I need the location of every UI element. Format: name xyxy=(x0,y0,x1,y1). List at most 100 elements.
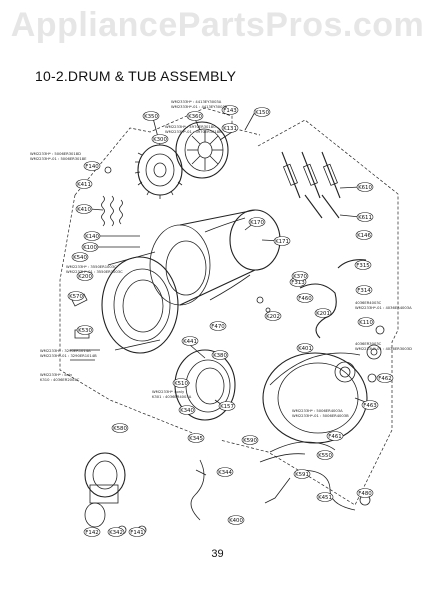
part-tag-k350: K350 xyxy=(142,111,160,121)
part-tag-k201: K201 xyxy=(314,308,332,318)
note-left-top-2: WM2233H*-01 : 5006ER3018E xyxy=(30,157,87,161)
part-tag-f140: F140 xyxy=(83,161,101,171)
part-tag-group: K360K150K131K350K300F140F143K610K611K410… xyxy=(67,105,394,537)
svg-text:F470: F470 xyxy=(211,324,225,330)
front-tub xyxy=(101,251,179,354)
svg-text:F460: F460 xyxy=(298,296,312,302)
note-left-gasket-1: WM2233H* : only xyxy=(40,373,73,377)
svg-text:K157: K157 xyxy=(220,404,234,410)
note-shaft-1: WM2233H* : 4970ER3018C xyxy=(165,125,216,129)
svg-text:K400: K400 xyxy=(229,518,243,524)
section-title: 10-2.DRUM & TUB ASSEMBLY xyxy=(35,68,237,84)
svg-text:F480: F480 xyxy=(358,491,372,497)
part-tag-k370: K370 xyxy=(291,271,309,281)
note-right-a-2: WM2233H*-01 : 4036ER4003A xyxy=(355,306,412,310)
svg-text:F463: F463 xyxy=(363,403,376,409)
svg-text:K610: K610 xyxy=(358,185,372,191)
drum-pulley xyxy=(175,121,229,179)
svg-text:K411: K411 xyxy=(77,182,91,188)
part-tag-k510: K510 xyxy=(172,378,190,388)
part-tag-k380: K380 xyxy=(211,350,229,360)
part-tag-k580: K580 xyxy=(111,423,129,433)
site-watermark: AppliancePartsPros.com xyxy=(10,6,425,44)
svg-text:K360: K360 xyxy=(188,114,202,120)
part-tag-k441: K441 xyxy=(181,336,199,346)
svg-text:F314: F314 xyxy=(357,288,371,294)
note-right-a-1: 4036ER4003C xyxy=(355,301,382,305)
reference-notes: WM2333H* : 4413EY3003A WM2333H*-01 : 441… xyxy=(30,100,412,418)
svg-text:K510: K510 xyxy=(174,381,188,387)
note-left-cab-1: WM2233H* : 3290ER1014A xyxy=(40,349,91,353)
svg-text:F140: F140 xyxy=(85,164,99,170)
motor-stator xyxy=(134,144,183,199)
svg-text:K451: K451 xyxy=(318,495,332,501)
note-left-gasket-2: K310 : 4036ER2004C xyxy=(40,378,80,382)
svg-text:K146: K146 xyxy=(357,233,371,239)
svg-text:K170: K170 xyxy=(250,220,264,226)
part-tag-k530: K530 xyxy=(76,325,94,335)
svg-text:F315: F315 xyxy=(356,263,369,269)
svg-text:K591: K591 xyxy=(295,472,309,478)
note-right-b-1: 4036ER3003C xyxy=(355,342,382,346)
assembly-outline-upper xyxy=(74,107,261,196)
svg-text:K550: K550 xyxy=(318,453,332,459)
note-left-top-1: WM2233H* : 5006ER3018D xyxy=(30,152,81,156)
svg-text:K590: K590 xyxy=(243,438,257,444)
part-tag-k360: K360 xyxy=(186,111,204,121)
part-tag-k131: K131 xyxy=(221,123,239,133)
part-tag-k150: K150 xyxy=(253,107,271,117)
svg-text:K350: K350 xyxy=(144,114,158,120)
inlet-hoses xyxy=(264,469,371,511)
part-tag-k410: K410 xyxy=(75,204,93,214)
svg-text:F313: F313 xyxy=(291,280,304,286)
part-tag-k400: K400 xyxy=(227,515,245,525)
part-tag-f141: F141 xyxy=(128,527,146,537)
svg-text:K344: K344 xyxy=(218,470,232,476)
part-tag-k100: K100 xyxy=(81,242,99,252)
svg-text:K202: K202 xyxy=(266,314,280,320)
part-tag-f480: F480 xyxy=(356,488,374,498)
note-top-right-2: WM2333H*-01 : 4413EY3003B xyxy=(171,105,228,109)
svg-text:K140: K140 xyxy=(85,234,99,240)
part-tag-f143: F143 xyxy=(221,105,239,115)
part-tag-k171: K171 xyxy=(273,236,291,246)
note-right-c-1: WM2233H* : 5006ER4003A xyxy=(292,409,343,413)
part-tag-k550: K550 xyxy=(316,450,334,460)
note-left-cab-2: WM2233H*-01 : 3290ER1014B xyxy=(40,354,97,358)
drain-hoses xyxy=(259,259,367,463)
part-tag-f461: F461 xyxy=(326,431,344,441)
page-number: 39 xyxy=(211,548,224,560)
rotor-motor-group xyxy=(84,452,207,535)
part-tag-f462: F462 xyxy=(376,373,394,383)
part-tag-k200: K200 xyxy=(76,271,94,281)
note-right-b-2: WM2233H*-01 : 4036ER3003D xyxy=(355,347,412,351)
part-tag-f315: F315 xyxy=(354,260,372,270)
svg-text:K201: K201 xyxy=(316,311,330,317)
part-tag-k590: K590 xyxy=(241,435,259,445)
part-tag-k570: K570 xyxy=(67,291,85,301)
svg-text:K530: K530 xyxy=(78,328,92,334)
svg-text:F143: F143 xyxy=(223,108,236,114)
part-tag-k591: K591 xyxy=(293,469,311,479)
svg-text:K380: K380 xyxy=(213,353,227,359)
part-tag-k146: K146 xyxy=(355,230,373,240)
svg-text:K580: K580 xyxy=(113,426,127,432)
svg-text:K200: K200 xyxy=(78,274,92,280)
svg-text:K171: K171 xyxy=(275,239,289,245)
note-front-2: K301 : 4036ER4003A xyxy=(152,395,192,399)
svg-text:K340: K340 xyxy=(180,408,194,414)
part-tag-f314: F314 xyxy=(355,285,373,295)
svg-text:F461: F461 xyxy=(328,434,341,440)
svg-text:K345: K345 xyxy=(189,436,203,442)
part-tag-k610: K610 xyxy=(356,182,374,192)
svg-text:K611: K611 xyxy=(358,215,372,221)
part-tag-f460: F460 xyxy=(296,293,314,303)
assembly-outline-right xyxy=(219,119,399,506)
svg-text:F142: F142 xyxy=(85,530,98,536)
part-tag-f463: F463 xyxy=(361,400,379,410)
drum-and-rear-tub xyxy=(149,209,281,313)
part-tag-k202: K202 xyxy=(264,311,282,321)
assembly-outline-left xyxy=(59,194,201,437)
part-tag-k340: K340 xyxy=(178,405,196,415)
